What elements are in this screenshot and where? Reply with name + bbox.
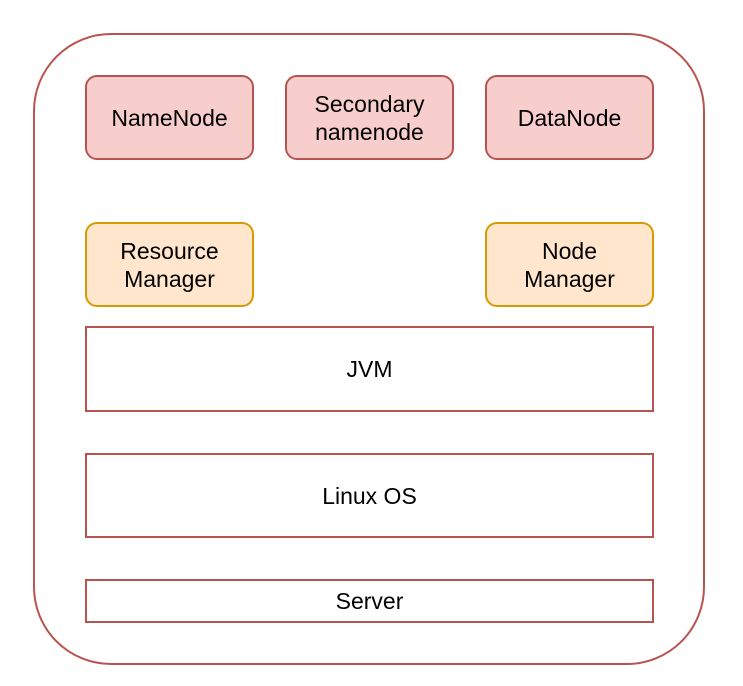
node-manager-label: Node Manager [524,237,615,292]
datanode-box[interactable]: DataNode [485,75,654,160]
server-label: Server [335,588,404,614]
namenode-label: NameNode [111,104,228,131]
jvm-layer[interactable]: JVM [85,326,654,412]
node-manager-box[interactable]: Node Manager [485,222,654,307]
datanode-label: DataNode [517,104,622,131]
linux-os-layer[interactable]: Linux OS [85,453,654,538]
linux-os-label: Linux OS [322,482,417,509]
jvm-label: JVM [346,356,393,382]
secondary-namenode-label: Secondary namenode [314,90,425,145]
secondary-namenode-box[interactable]: Secondary namenode [285,75,454,160]
namenode-box[interactable]: NameNode [85,75,254,160]
server-layer[interactable]: Server [85,579,654,623]
resource-manager-box[interactable]: Resource Manager [85,222,254,307]
resource-manager-label: Resource Manager [120,237,219,292]
